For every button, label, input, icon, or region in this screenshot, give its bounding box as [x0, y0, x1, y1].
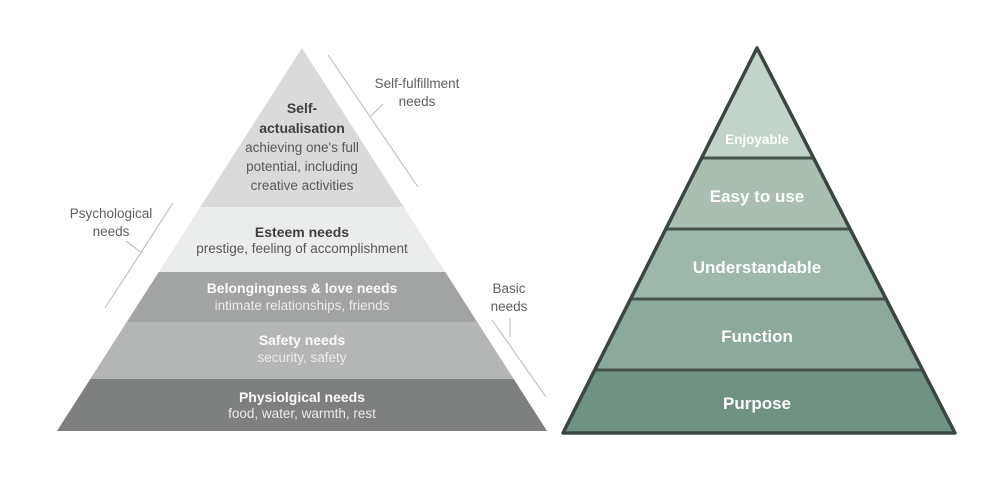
annotation-basic-label-line1: Basic — [492, 281, 525, 296]
annotation-self-fulfillment-label-line1: Self-fulfillment — [375, 76, 460, 91]
annotation-basic: Basic needs — [491, 281, 547, 398]
maslow-level3-desc: intimate relationships, friends — [215, 298, 390, 313]
annotation-psychological-tick-line — [125, 240, 143, 254]
ux-level-function — [563, 299, 955, 370]
annotation-self-fulfillment-bracket-line — [327, 54, 419, 188]
maslow-level4-title: Safety needs — [259, 332, 346, 348]
maslow-level-physiological — [57, 379, 547, 431]
ux-level4-label: Function — [721, 327, 793, 346]
ux-level3-label: Understandable — [693, 258, 821, 277]
maslow-level1-title-line2: actualisation — [259, 120, 345, 136]
maslow-level1-desc-line2: potential, including — [246, 159, 358, 174]
ux-level2-label: Easy to use — [710, 187, 805, 206]
maslow-level3-title: Belongingness & love needs — [207, 280, 398, 296]
annotation-self-fulfillment-label-line2: needs — [399, 94, 436, 109]
maslow-level4-desc: security, safety — [257, 350, 346, 365]
maslow-level5-desc: food, water, warmth, rest — [228, 406, 376, 421]
ux-level1-label: Enjoyable — [725, 132, 789, 147]
maslow-level1-desc-line3: creative activities — [251, 178, 354, 193]
maslow-level-safety — [57, 322, 547, 379]
maslow-level1-desc-line1: achieving one's full — [245, 140, 359, 155]
annotation-psychological-label-line2: needs — [93, 224, 130, 239]
annotation-self-fulfillment-tick-line — [370, 103, 384, 117]
maslow-level2-title: Esteem needs — [255, 224, 349, 240]
ux-level5-label: Purpose — [723, 394, 791, 413]
maslow-level2-desc: prestige, feeling of accomplishment — [196, 241, 408, 256]
maslow-level5-title: Physiolgical needs — [239, 389, 365, 405]
annotation-psychological-label-line1: Psychological — [70, 206, 153, 221]
ux-pyramid-outline — [561, 46, 957, 435]
ux-pyramid: Enjoyable Easy to use Understandable Fun… — [561, 46, 957, 435]
annotation-self-fulfillment: Self-fulfillment needs — [327, 54, 460, 188]
annotation-psychological-bracket-line — [104, 202, 174, 309]
annotation-psychological: Psychological needs — [70, 202, 174, 309]
ux-level-purpose — [563, 370, 955, 433]
annotation-basic-label-line2: needs — [491, 299, 528, 314]
maslow-pyramid: Self- actualisation achieving one's full… — [57, 48, 547, 431]
annotation-basic-bracket-line — [491, 319, 547, 398]
maslow-level1-title-line1: Self- — [287, 100, 318, 116]
